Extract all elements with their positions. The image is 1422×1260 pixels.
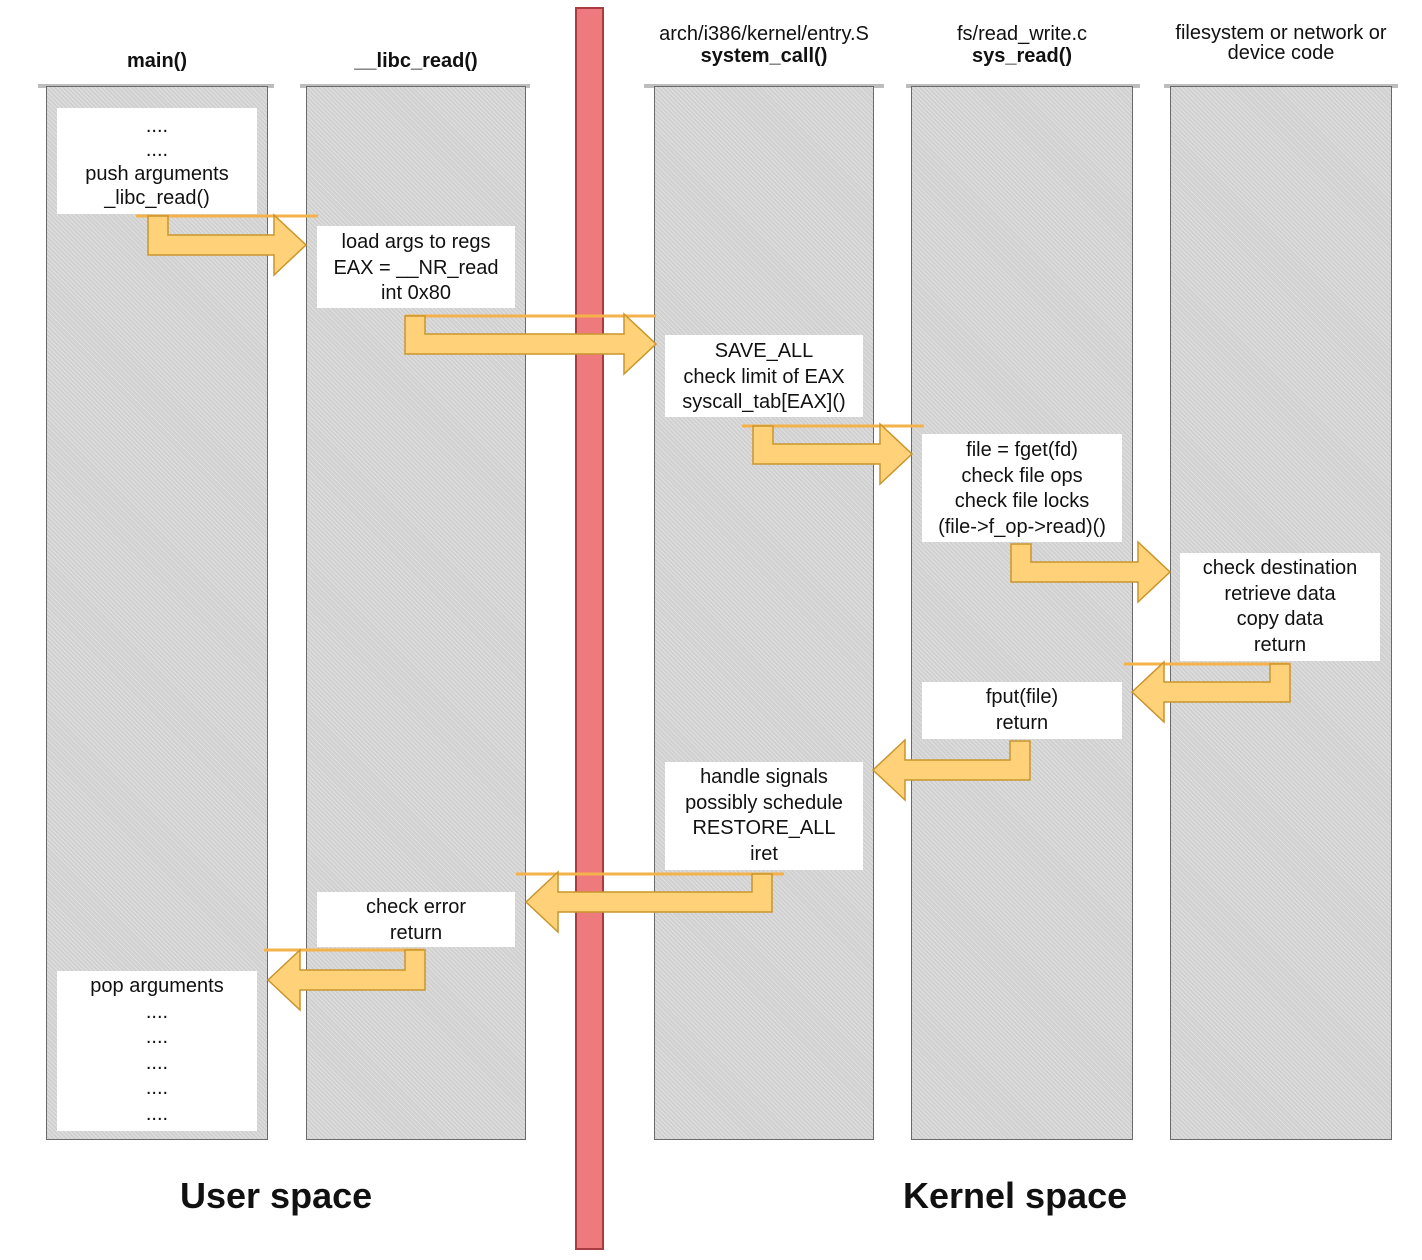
arrow-syscall-to-libc bbox=[524, 870, 773, 934]
box-line: handle signals bbox=[700, 766, 828, 788]
arrow-libc-to-syscall bbox=[404, 312, 658, 376]
box-line: .... bbox=[145, 139, 169, 161]
box-syscall-handle: handle signals possibly schedule RESTORE… bbox=[665, 762, 863, 870]
box-line: copy data bbox=[1236, 608, 1324, 630]
box-line: .... bbox=[145, 1000, 169, 1023]
box-sysread-fput: fput(file) return bbox=[922, 682, 1122, 739]
column-name: system_call() bbox=[700, 45, 828, 67]
box-line: fput(file) bbox=[985, 686, 1059, 708]
column-main bbox=[46, 86, 268, 1140]
box-line: return bbox=[389, 921, 443, 944]
box-line: .... bbox=[145, 1026, 169, 1048]
arrow-sysread-to-fs bbox=[1010, 540, 1172, 604]
column-path: fs/read_write.c bbox=[956, 23, 1088, 45]
column-header-libc: __libc_read() bbox=[306, 50, 526, 72]
box-line: check destination bbox=[1202, 557, 1358, 579]
column-name: sys_read() bbox=[971, 45, 1073, 67]
box-line: push arguments bbox=[85, 163, 229, 185]
box-line: load args to regs bbox=[341, 231, 491, 253]
column-header-syscall: arch/i386/kernel/entry.S system_call() bbox=[624, 23, 904, 67]
kernel-space-label: Kernel space bbox=[903, 1175, 1128, 1216]
box-line: retrieve data bbox=[1224, 582, 1336, 605]
arrow-libc-to-main bbox=[266, 948, 426, 1012]
column-header-main: main() bbox=[46, 50, 268, 72]
box-line: _libc_read() bbox=[104, 187, 210, 209]
box-fs-check: check destination retrieve data copy dat… bbox=[1180, 553, 1380, 661]
column-name: main() bbox=[127, 50, 187, 72]
column-sysread bbox=[911, 86, 1133, 1140]
box-main-push: .... .... push arguments _libc_read() bbox=[57, 108, 257, 214]
column-name: __libc_read() bbox=[354, 50, 478, 72]
arrow-syscall-to-sysread bbox=[752, 422, 914, 486]
box-main-pop: pop arguments .... .... .... .... .... bbox=[57, 971, 257, 1131]
column-path: arch/i386/kernel/entry.S bbox=[659, 23, 869, 45]
column-path-line-1: filesystem or network or bbox=[1175, 22, 1387, 44]
column-header-fs: filesystem or network or device code bbox=[1150, 23, 1412, 63]
box-line: possibly schedule bbox=[685, 791, 843, 814]
box-line: check error bbox=[365, 896, 467, 918]
box-line: check file ops bbox=[961, 464, 1083, 487]
arrow-sysread-to-syscall bbox=[871, 738, 1031, 802]
box-line: check limit of EAX bbox=[683, 365, 845, 388]
box-libc-check: check error return bbox=[317, 892, 515, 947]
box-line: EAX = __NR_read bbox=[333, 256, 499, 279]
box-line: check file locks bbox=[954, 490, 1090, 512]
user-space-label: User space bbox=[180, 1175, 373, 1216]
arrow-fs-to-sysread bbox=[1130, 660, 1291, 724]
column-syscall bbox=[654, 86, 874, 1140]
box-sysread-file: file = fget(fd) check file ops check fil… bbox=[922, 434, 1122, 542]
arrow-main-to-libc bbox=[147, 213, 308, 277]
box-line: .... bbox=[145, 1102, 169, 1125]
box-line: SAVE_ALL bbox=[714, 340, 814, 362]
box-line: .... bbox=[145, 1077, 169, 1099]
box-line: (file->f_op->read)() bbox=[938, 515, 1106, 538]
box-libc-load: load args to regs EAX = __NR_read int 0x… bbox=[317, 226, 515, 308]
box-line: int 0x80 bbox=[380, 282, 452, 304]
box-line: pop arguments bbox=[90, 975, 224, 997]
box-line: iret bbox=[750, 842, 778, 865]
box-line: RESTORE_ALL bbox=[692, 817, 836, 839]
box-line: return bbox=[1253, 633, 1307, 656]
box-line: .... bbox=[145, 115, 169, 137]
box-syscall-save: SAVE_ALL check limit of EAX syscall_tab[… bbox=[665, 335, 863, 417]
user-kernel-barrier bbox=[575, 7, 604, 1250]
box-line: return bbox=[995, 711, 1049, 734]
column-header-sysread: fs/read_write.c sys_read() bbox=[901, 23, 1143, 67]
box-line: .... bbox=[145, 1051, 169, 1074]
column-path-line-2: device code bbox=[1227, 42, 1335, 64]
box-line: file = fget(fd) bbox=[966, 439, 1078, 461]
box-line: syscall_tab[EAX]() bbox=[682, 391, 846, 413]
